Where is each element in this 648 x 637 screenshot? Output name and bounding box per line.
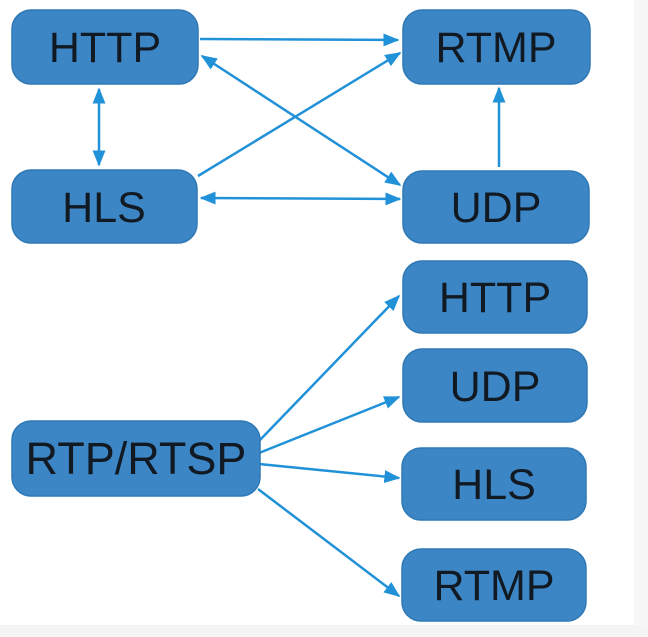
node-http-top: HTTP	[11, 9, 199, 85]
node-rtmp-top: RTMP	[402, 9, 591, 85]
node-http-right: HTTP	[402, 260, 588, 334]
node-udp-top: UDP	[402, 170, 590, 244]
node-rtp-rtsp-label: RTP/RTSP	[26, 433, 247, 484]
edge-rtprtsp-to-udp-arrow	[258, 395, 401, 455]
node-rtmp-right-box	[401, 548, 587, 622]
edge-http-to-rtmp-arrow	[199, 33, 400, 47]
edge-rtprtsp-to-http-arrow	[258, 294, 401, 442]
edge-rtprtsp-to-rtmp-arrow	[257, 488, 401, 597]
edge-hls-udp-double-arrow	[199, 191, 402, 206]
node-rtmp-right-label: RTMP	[433, 562, 554, 610]
node-rtmp-right: RTMP	[401, 548, 587, 622]
edge-http-udp-double-arrow	[200, 54, 402, 187]
node-rtmp-top-box	[402, 9, 591, 85]
node-udp-top-label: UDP	[451, 184, 542, 232]
edge-hls-to-rtmp-arrow	[197, 51, 402, 178]
node-rtp-rtsp: RTP/RTSP	[11, 420, 261, 497]
edge-rtprtsp-to-hls-arrow	[258, 462, 401, 484]
node-udp-right: UDP	[402, 348, 588, 423]
node-http-top-box	[11, 9, 199, 85]
node-udp-right-label: UDP	[450, 363, 541, 411]
page-bottom-margin	[0, 625, 648, 637]
node-rtmp-top-label: RTMP	[435, 24, 556, 72]
node-udp-top-box	[402, 170, 590, 244]
page-right-margin	[634, 0, 648, 637]
node-hls-left-box	[11, 169, 198, 244]
node-hls-left-label: HLS	[62, 184, 146, 232]
node-http-top-label: HTTP	[49, 24, 161, 72]
node-hls-right-label: HLS	[452, 461, 536, 509]
node-http-right-label: HTTP	[439, 274, 551, 322]
node-hls-right-box	[401, 447, 587, 521]
node-hls-right: HLS	[401, 447, 587, 521]
node-hls-left: HLS	[11, 169, 198, 244]
node-udp-right-box	[402, 348, 588, 423]
node-rtp-rtsp-box	[11, 420, 261, 497]
node-http-right-box	[402, 260, 588, 334]
